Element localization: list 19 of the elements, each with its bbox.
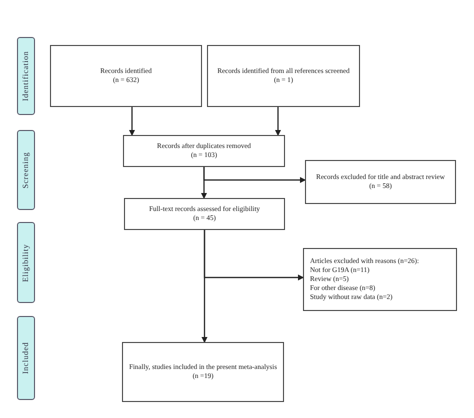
- process-box: [207, 45, 360, 107]
- process-box: [122, 342, 284, 402]
- process-box: [305, 160, 456, 204]
- arrow: [202, 230, 208, 343]
- process-box: [123, 135, 285, 167]
- stage-label: Identification: [20, 50, 31, 102]
- arrow: [129, 107, 135, 136]
- process-box: [50, 45, 202, 107]
- stage-label: Eligibility: [20, 244, 31, 282]
- stage-band: [17, 316, 35, 400]
- stage-band: [17, 130, 35, 210]
- stage-band: [17, 222, 35, 303]
- stage-label: Included: [20, 342, 31, 374]
- process-box: [124, 198, 285, 230]
- process-box: [303, 248, 457, 311]
- arrow: [201, 167, 207, 199]
- stage-band: [17, 37, 35, 115]
- stage-label: Screening: [20, 152, 31, 188]
- arrow: [275, 107, 281, 136]
